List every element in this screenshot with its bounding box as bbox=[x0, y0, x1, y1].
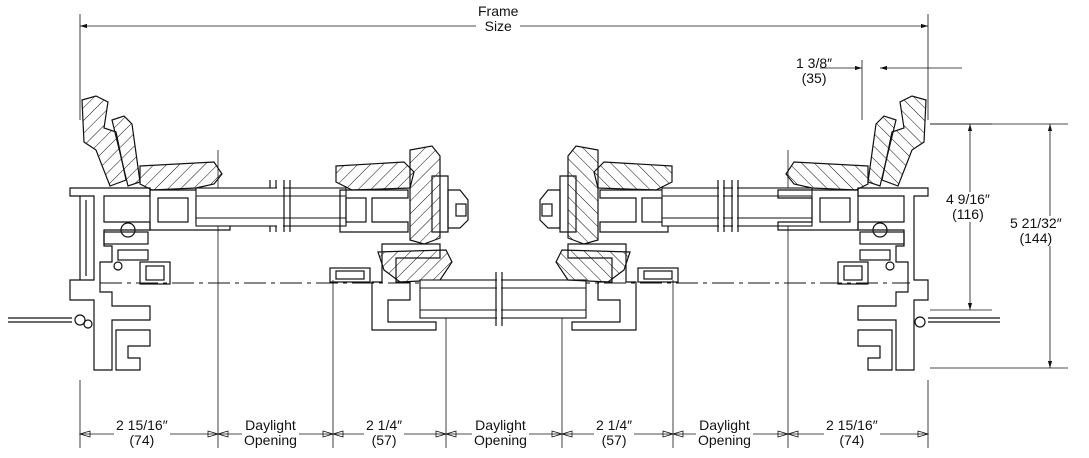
bottom-dim-1: 2 15/16″ (74) bbox=[114, 418, 170, 448]
vertical-dimensions bbox=[930, 123, 1068, 369]
bottom-dim-3: 2 1/4″ (57) bbox=[364, 417, 405, 448]
center-glass bbox=[419, 272, 587, 326]
sash-height-label: 4 9/16″ (116) bbox=[944, 192, 992, 222]
frame-size-label: Frame Size bbox=[476, 3, 521, 34]
bottom-dim-5-line1: 2 1/4″ bbox=[596, 417, 633, 433]
bottom-dim-6: Daylight Opening bbox=[696, 418, 753, 448]
frame-size-line2: Size bbox=[484, 18, 512, 34]
bottom-dim-2-line1: Daylight bbox=[245, 417, 296, 433]
bottom-dim-7-line1: 2 15/16″ bbox=[826, 417, 878, 433]
jamb-depth-line1: 1 3/8″ bbox=[796, 55, 833, 71]
bottom-dim-4-line2: Opening bbox=[474, 432, 527, 448]
frame-height-line2: (144) bbox=[1019, 230, 1053, 246]
frame-size-line1: Frame bbox=[478, 3, 519, 19]
frame-height-label: 5 21/32″ (144) bbox=[1008, 216, 1064, 246]
bottom-dim-5: 2 1/4″ (57) bbox=[594, 417, 635, 448]
bottom-dim-4-line1: Daylight bbox=[475, 417, 526, 433]
bottom-dim-3-line1: 2 1/4″ bbox=[366, 417, 403, 433]
bottom-dim-2: Daylight Opening bbox=[242, 418, 299, 448]
sash-height-line2: (116) bbox=[952, 206, 984, 222]
bottom-dim-4: Daylight Opening bbox=[472, 418, 529, 448]
sash-height-line1: 4 9/16″ bbox=[946, 191, 990, 207]
jamb-depth-label: 1 3/8″ (35) bbox=[794, 56, 834, 86]
left-jamb bbox=[8, 95, 171, 371]
bottom-dim-5-line2: (57) bbox=[601, 432, 627, 448]
bottom-dim-6-line1: Daylight bbox=[699, 417, 750, 433]
bottom-dim-1-line2: (74) bbox=[129, 432, 155, 448]
bottom-dim-7-line2: (74) bbox=[839, 432, 865, 448]
bottom-dim-2-line2: Opening bbox=[244, 432, 297, 448]
right-glass bbox=[661, 180, 813, 232]
jamb-depth-dimension bbox=[820, 60, 962, 120]
bottom-dim-6-line2: Opening bbox=[698, 432, 751, 448]
frame-height-line1: 5 21/32″ bbox=[1010, 215, 1062, 231]
right-jamb bbox=[837, 95, 1000, 371]
right-sash bbox=[777, 161, 869, 231]
center-left-sash bbox=[329, 145, 469, 331]
bottom-dim-1-line1: 2 15/16″ bbox=[116, 417, 168, 433]
jamb-depth-line2: (35) bbox=[801, 70, 827, 86]
bottom-dim-7: 2 15/16″ (74) bbox=[824, 418, 880, 448]
left-glass bbox=[195, 180, 347, 232]
center-right-sash bbox=[539, 145, 679, 331]
bottom-dim-3-line2: (57) bbox=[371, 432, 397, 448]
